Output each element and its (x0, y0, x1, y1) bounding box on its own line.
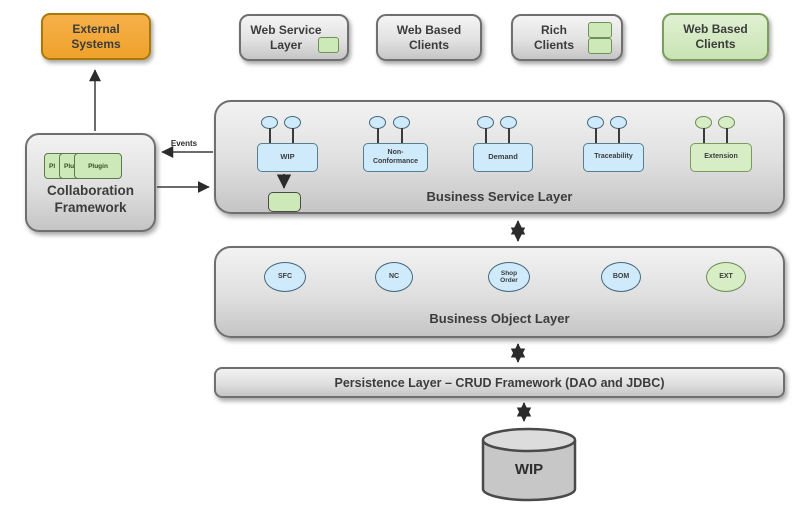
database-top (481, 427, 577, 453)
object-label: SFC (278, 273, 292, 281)
lollipop-stem (377, 128, 379, 143)
web-service-layer-label: Web Service Layer (250, 22, 322, 52)
lollipop-stem (269, 128, 271, 143)
collaboration-framework-box: Pl Plu Plugin Collaboration Framework (25, 133, 156, 232)
lollipop-stem (726, 128, 728, 143)
plugin-chip: Plugin (74, 153, 122, 179)
object-ext: EXT (706, 262, 746, 292)
web-service-layer-box: Web Service Layer (239, 14, 349, 61)
rich-clients-label: Rich Clients (533, 22, 574, 52)
object-label: NC (388, 273, 400, 281)
wip-database: WIP (481, 427, 577, 502)
lollipop-stem (508, 128, 510, 143)
green-square-icon (588, 38, 612, 54)
component-box: Demand (473, 143, 533, 172)
object-nc: NC (375, 262, 413, 292)
lollipop-stem (618, 128, 620, 143)
lollipop-stem (703, 128, 705, 143)
component-label: Non-Conformance (372, 149, 419, 165)
component-label: Traceability (594, 153, 633, 161)
lollipop-stem (401, 128, 403, 143)
component-traceability: Traceability (583, 116, 644, 172)
external-systems-label: External Systems (71, 21, 121, 51)
component-label: WIP (280, 152, 295, 162)
events-arrow-label: Events (170, 139, 198, 148)
collaboration-framework-label: Collaboration Framework (47, 182, 134, 216)
component-wip: WIP (257, 116, 318, 172)
green-square-icon (588, 22, 612, 38)
lollipop-stem (595, 128, 597, 143)
component-box: Non-Conformance (363, 143, 428, 172)
external-systems-box: External Systems (41, 13, 151, 60)
object-label: BOM (612, 273, 630, 281)
web-based-clients-green-label: Web Based Clients (683, 22, 748, 51)
component-label: Demand (488, 152, 518, 162)
persistence-layer: Persistence Layer – CRUD Framework (DAO … (214, 367, 785, 398)
object-label: Shop Order (500, 269, 518, 284)
green-square-icon (318, 37, 339, 53)
lollipop-stem (292, 128, 294, 143)
component-non-conformance: Non-Conformance (363, 116, 428, 172)
component-extension: Extension (690, 116, 752, 172)
plugin-label: Plu (64, 162, 75, 170)
database-label: WIP (515, 461, 543, 478)
web-based-clients-label: Web Based Clients (396, 22, 462, 52)
object-shop-order: Shop Order (488, 262, 530, 292)
component-box: Traceability (583, 143, 644, 172)
plugin-label: Plugin (88, 162, 108, 170)
web-based-clients-box: Web Based Clients (376, 14, 482, 61)
business-object-layer-label: Business Object Layer (429, 311, 570, 326)
rich-clients-box: Rich Clients (511, 14, 623, 61)
database-body (481, 440, 577, 502)
object-sfc: SFC (264, 262, 306, 292)
component-demand: Demand (473, 116, 533, 172)
business-service-layer-label: Business Service Layer (426, 189, 573, 204)
wip-extension-point-box (268, 192, 301, 212)
component-box: Extension (690, 143, 752, 172)
object-bom: BOM (601, 262, 641, 292)
component-label: Extension (704, 153, 738, 161)
web-based-clients-green-box: Web Based Clients (662, 13, 769, 61)
plugin-label: Pl (49, 162, 56, 170)
lollipop-stem (485, 128, 487, 143)
component-box: WIP (257, 143, 318, 172)
persistence-layer-label: Persistence Layer – CRUD Framework (DAO … (334, 375, 665, 390)
object-label: EXT (719, 273, 733, 281)
business-object-layer: Business Object Layer (214, 246, 785, 338)
